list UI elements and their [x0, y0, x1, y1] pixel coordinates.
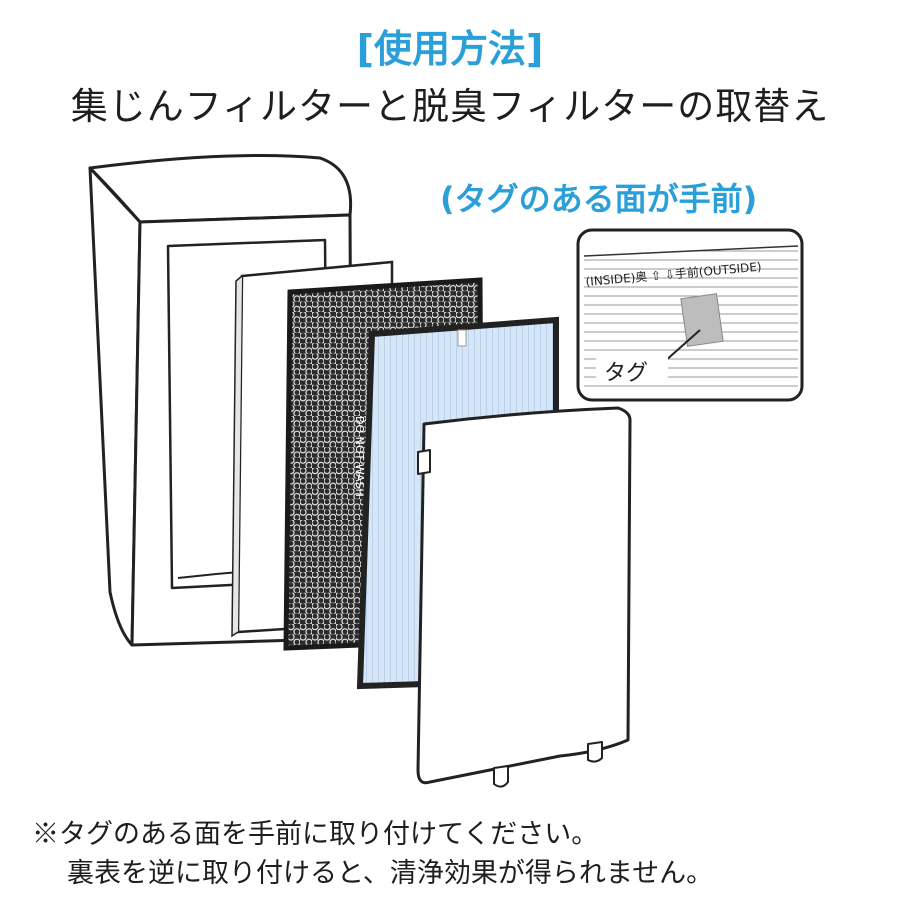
tag-orientation-note: (タグのある面が手前): [440, 180, 758, 218]
install-warning-line-2: 裏表を逆に取り付けると、清浄効果が得られません。: [67, 858, 714, 889]
tag-swatch: [680, 293, 724, 347]
tag-label: タグ: [604, 361, 648, 386]
install-warning-line-1: ※タグのある面を手前に取り付けてください。: [32, 819, 599, 850]
rear-panel-cover: [416, 406, 632, 788]
carbon-filter-print: DO NOT WASH: [353, 416, 366, 497]
page-subheading: 集じんフィルターと脱臭フィルターの取替え: [70, 85, 830, 128]
page-heading: [使用方法]: [356, 27, 544, 71]
tag-callout-box: (INSIDE)奥 ⇧ ⇩手前(OUTSIDE) タグ: [576, 228, 804, 402]
